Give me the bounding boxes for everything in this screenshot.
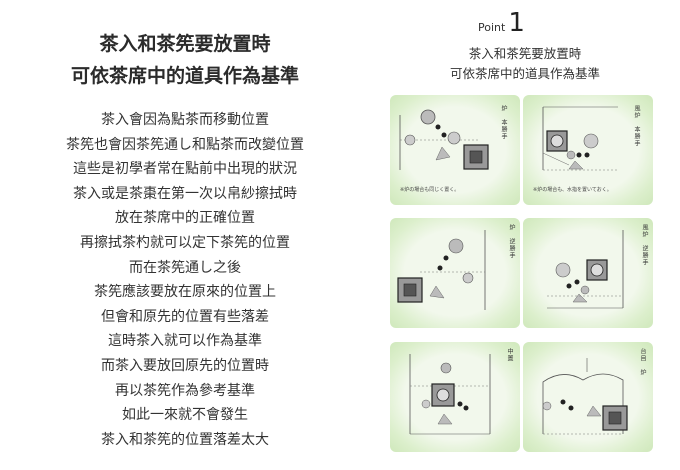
body-line-13: 如此一來就不會發生 [122, 407, 248, 424]
diagram-panel-6: 台目 炉 [523, 342, 653, 452]
mizusashi-icon [448, 238, 464, 254]
body-line-9: 但會和原先的位置有些落差 [101, 308, 269, 325]
body-line-8: 茶筅應該要放在原來的位置上 [94, 284, 276, 301]
main-title-line-1: 茶入和茶筅要放置時 [99, 33, 271, 55]
tea-setting-diagram-3 [397, 230, 486, 310]
body-line-10: 這時茶入就可以作為基準 [108, 333, 262, 350]
right-title-line-1: 茶入和茶筅要放置時 [468, 46, 582, 61]
chaire-icon [457, 401, 463, 407]
chasen-icon [566, 283, 572, 289]
main-title: 茶入和茶筅要放置時 可依茶席中的道具作為基準 [20, 28, 350, 92]
point-number: 1 [508, 8, 525, 38]
body-text: 茶入會因為點茶而移動位置 茶筅也會因茶筅通し和點茶而改變位置 這些是初學者常在點… [20, 108, 350, 452]
diagram-panel-2: 風炉 本勝手 ※炉の場合も、水指を置いておく。 [523, 95, 653, 205]
mizusashi-icon [555, 262, 571, 278]
tea-setting-diagram-5 [409, 354, 491, 435]
body-line-1: 茶入會因為點茶而移動位置 [101, 112, 269, 128]
tea-setting-diagram-1 [399, 109, 489, 170]
diagram-panel-5: 中置 [390, 342, 520, 452]
diagram-label-2: 風炉 本勝手 [633, 105, 640, 147]
chasen-icon [568, 405, 574, 411]
body-line-12: 再以茶筅作為參考基準 [115, 382, 255, 399]
body-line-2: 茶筅也會因茶筅通し和點茶而改變位置 [66, 136, 304, 153]
diagram-panel-4: 風炉 逆勝手 [523, 218, 653, 328]
body-line-6: 再擦拭茶杓就可以定下茶筅的位置 [80, 234, 290, 251]
chaire-icon [574, 279, 580, 285]
diagram-label-4: 風炉 逆勝手 [641, 224, 648, 266]
tea-setting-diagram-4 [547, 230, 624, 309]
chaire-icon [443, 255, 449, 261]
diagram-label-1: 炉 本勝手 [500, 105, 507, 140]
chasen-icon [441, 132, 447, 138]
body-line-5: 放在茶席中的正確位置 [115, 210, 255, 227]
body-line-3: 這些是初學者常在點前中出現的狀況 [73, 161, 297, 178]
diagram-panel-1: 炉 本勝手 ※炉の場合も同じく置く。 [390, 95, 520, 205]
tea-setting-diagram-6 [542, 358, 628, 435]
body-line-7: 而在茶筅通し之後 [129, 259, 241, 276]
main-title-line-2: 可依茶席中的道具作為基準 [70, 65, 299, 87]
diagram-label-3: 炉 逆勝手 [508, 224, 515, 259]
tea-setting-diagram-2 [542, 106, 618, 171]
diagram-label-6: 台目 炉 [639, 348, 646, 376]
diagram-panel-3: 炉 逆勝手 [390, 218, 520, 328]
chasen-icon [463, 405, 469, 411]
chaire-icon [560, 399, 566, 405]
mizusashi-icon [583, 133, 599, 149]
point-word: Point [478, 21, 506, 34]
mizusashi-icon [440, 362, 452, 374]
body-line-14: 茶入和茶筅的位置落差太大 [101, 431, 269, 448]
diagram-caption-2: ※炉の場合も、水指を置いておく。 [533, 187, 612, 193]
diagram-caption-1: ※炉の場合も同じく置く。 [400, 187, 460, 193]
description-column: 茶入和茶筅要放置時 可依茶席中的道具作為基準 茶入會因為點茶而移動位置 茶筅也會… [20, 28, 350, 452]
mizusashi-icon [420, 109, 436, 125]
body-line-11: 而茶入要放回原先的位置時 [101, 357, 269, 374]
right-title-line-2: 可依茶席中的道具作為基準 [449, 65, 600, 81]
chaire-icon [435, 124, 441, 130]
body-line-4: 茶入或是茶棗在第一次以帛紗擦拭時 [73, 185, 297, 202]
diagram-label-5: 中置 [506, 348, 513, 362]
chasen-icon [437, 265, 443, 271]
chasen-icon [584, 152, 590, 158]
right-title: 茶入和茶筅要放置時 可依茶席中的道具作為基準 [400, 44, 650, 83]
chaire-icon [576, 152, 582, 158]
